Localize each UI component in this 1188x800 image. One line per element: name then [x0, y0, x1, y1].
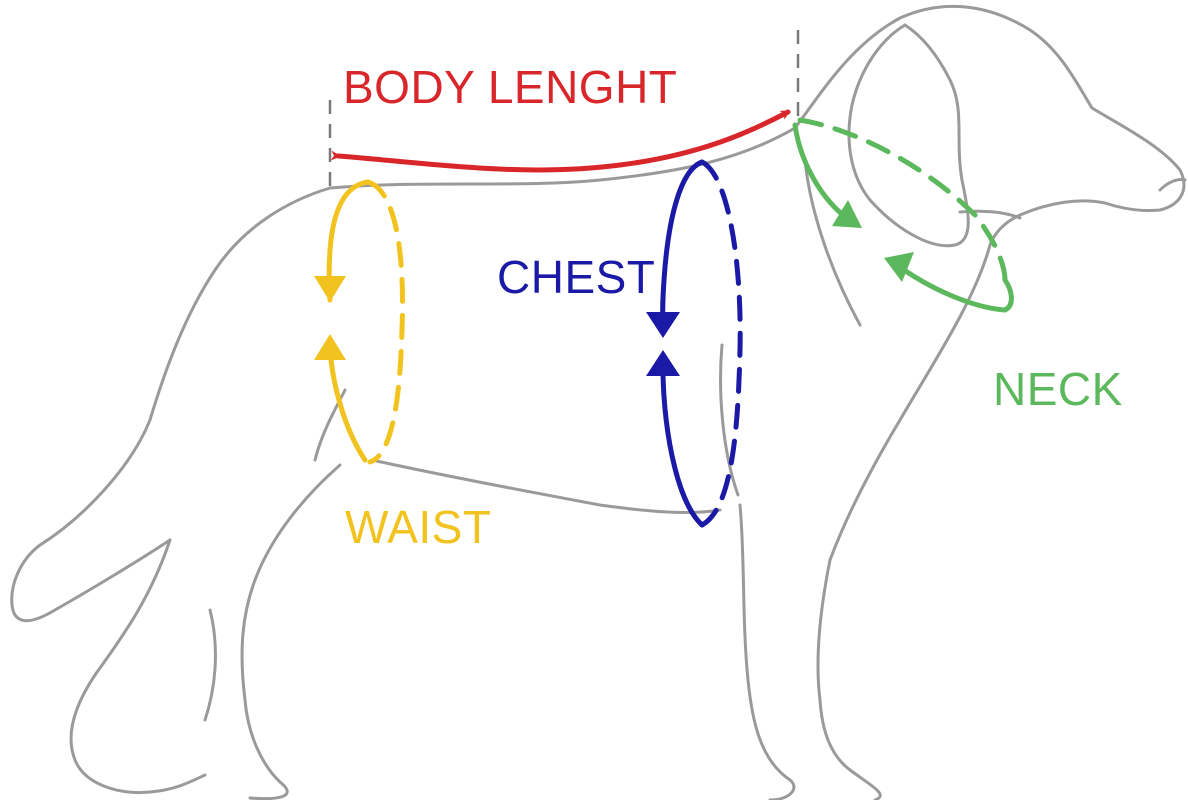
waist-loop-front: [326, 179, 371, 463]
waist-arrow-up: [314, 334, 346, 360]
dog-front-leg: [816, 558, 882, 800]
dog-head: [793, 4, 1186, 247]
dog-outline: [10, 4, 1187, 800]
neck-loop-back: [797, 117, 1008, 283]
dog-tail: [10, 418, 172, 623]
body-length-arrow: [330, 109, 791, 173]
dog-rump: [148, 186, 332, 422]
neck-arrow-1: [832, 200, 862, 228]
dog-front-leg-back: [738, 503, 796, 800]
dog-collar: [958, 209, 1022, 220]
waist-measure: WAIST: [314, 179, 491, 553]
neck-loop-bottom: [890, 259, 1014, 313]
waist-label: WAIST: [345, 501, 491, 553]
dog-nose: [1158, 178, 1187, 192]
neck-measure: NECK: [792, 117, 1123, 415]
dog-hind-leg: [69, 538, 207, 795]
dog-belly: [370, 458, 722, 514]
neck-label: NECK: [993, 363, 1123, 415]
dog-ear: [847, 23, 970, 248]
waist-loop-back: [365, 179, 405, 465]
body-length-label: BODY LENGHT: [343, 61, 677, 113]
chest-arrow-down: [646, 312, 680, 338]
body-length-measure: BODY LENGHT: [330, 61, 791, 173]
chest-loop-front: [660, 159, 705, 528]
dog-neck-fold: [803, 158, 862, 327]
chest-arrow-up: [646, 350, 680, 376]
dog-back-line: [328, 126, 797, 190]
neck-arrow-2: [884, 252, 914, 282]
dog-hind-leg-inner: [240, 463, 342, 800]
waist-arrow-down: [314, 276, 346, 302]
dog-hock: [203, 608, 217, 722]
chest-measure: CHEST: [497, 159, 743, 528]
chest-label: CHEST: [497, 251, 655, 303]
chest-loop-back: [699, 159, 743, 528]
dog-thigh: [313, 388, 347, 462]
dog-throat: [828, 243, 992, 562]
dog-chest-contour: [719, 343, 740, 497]
